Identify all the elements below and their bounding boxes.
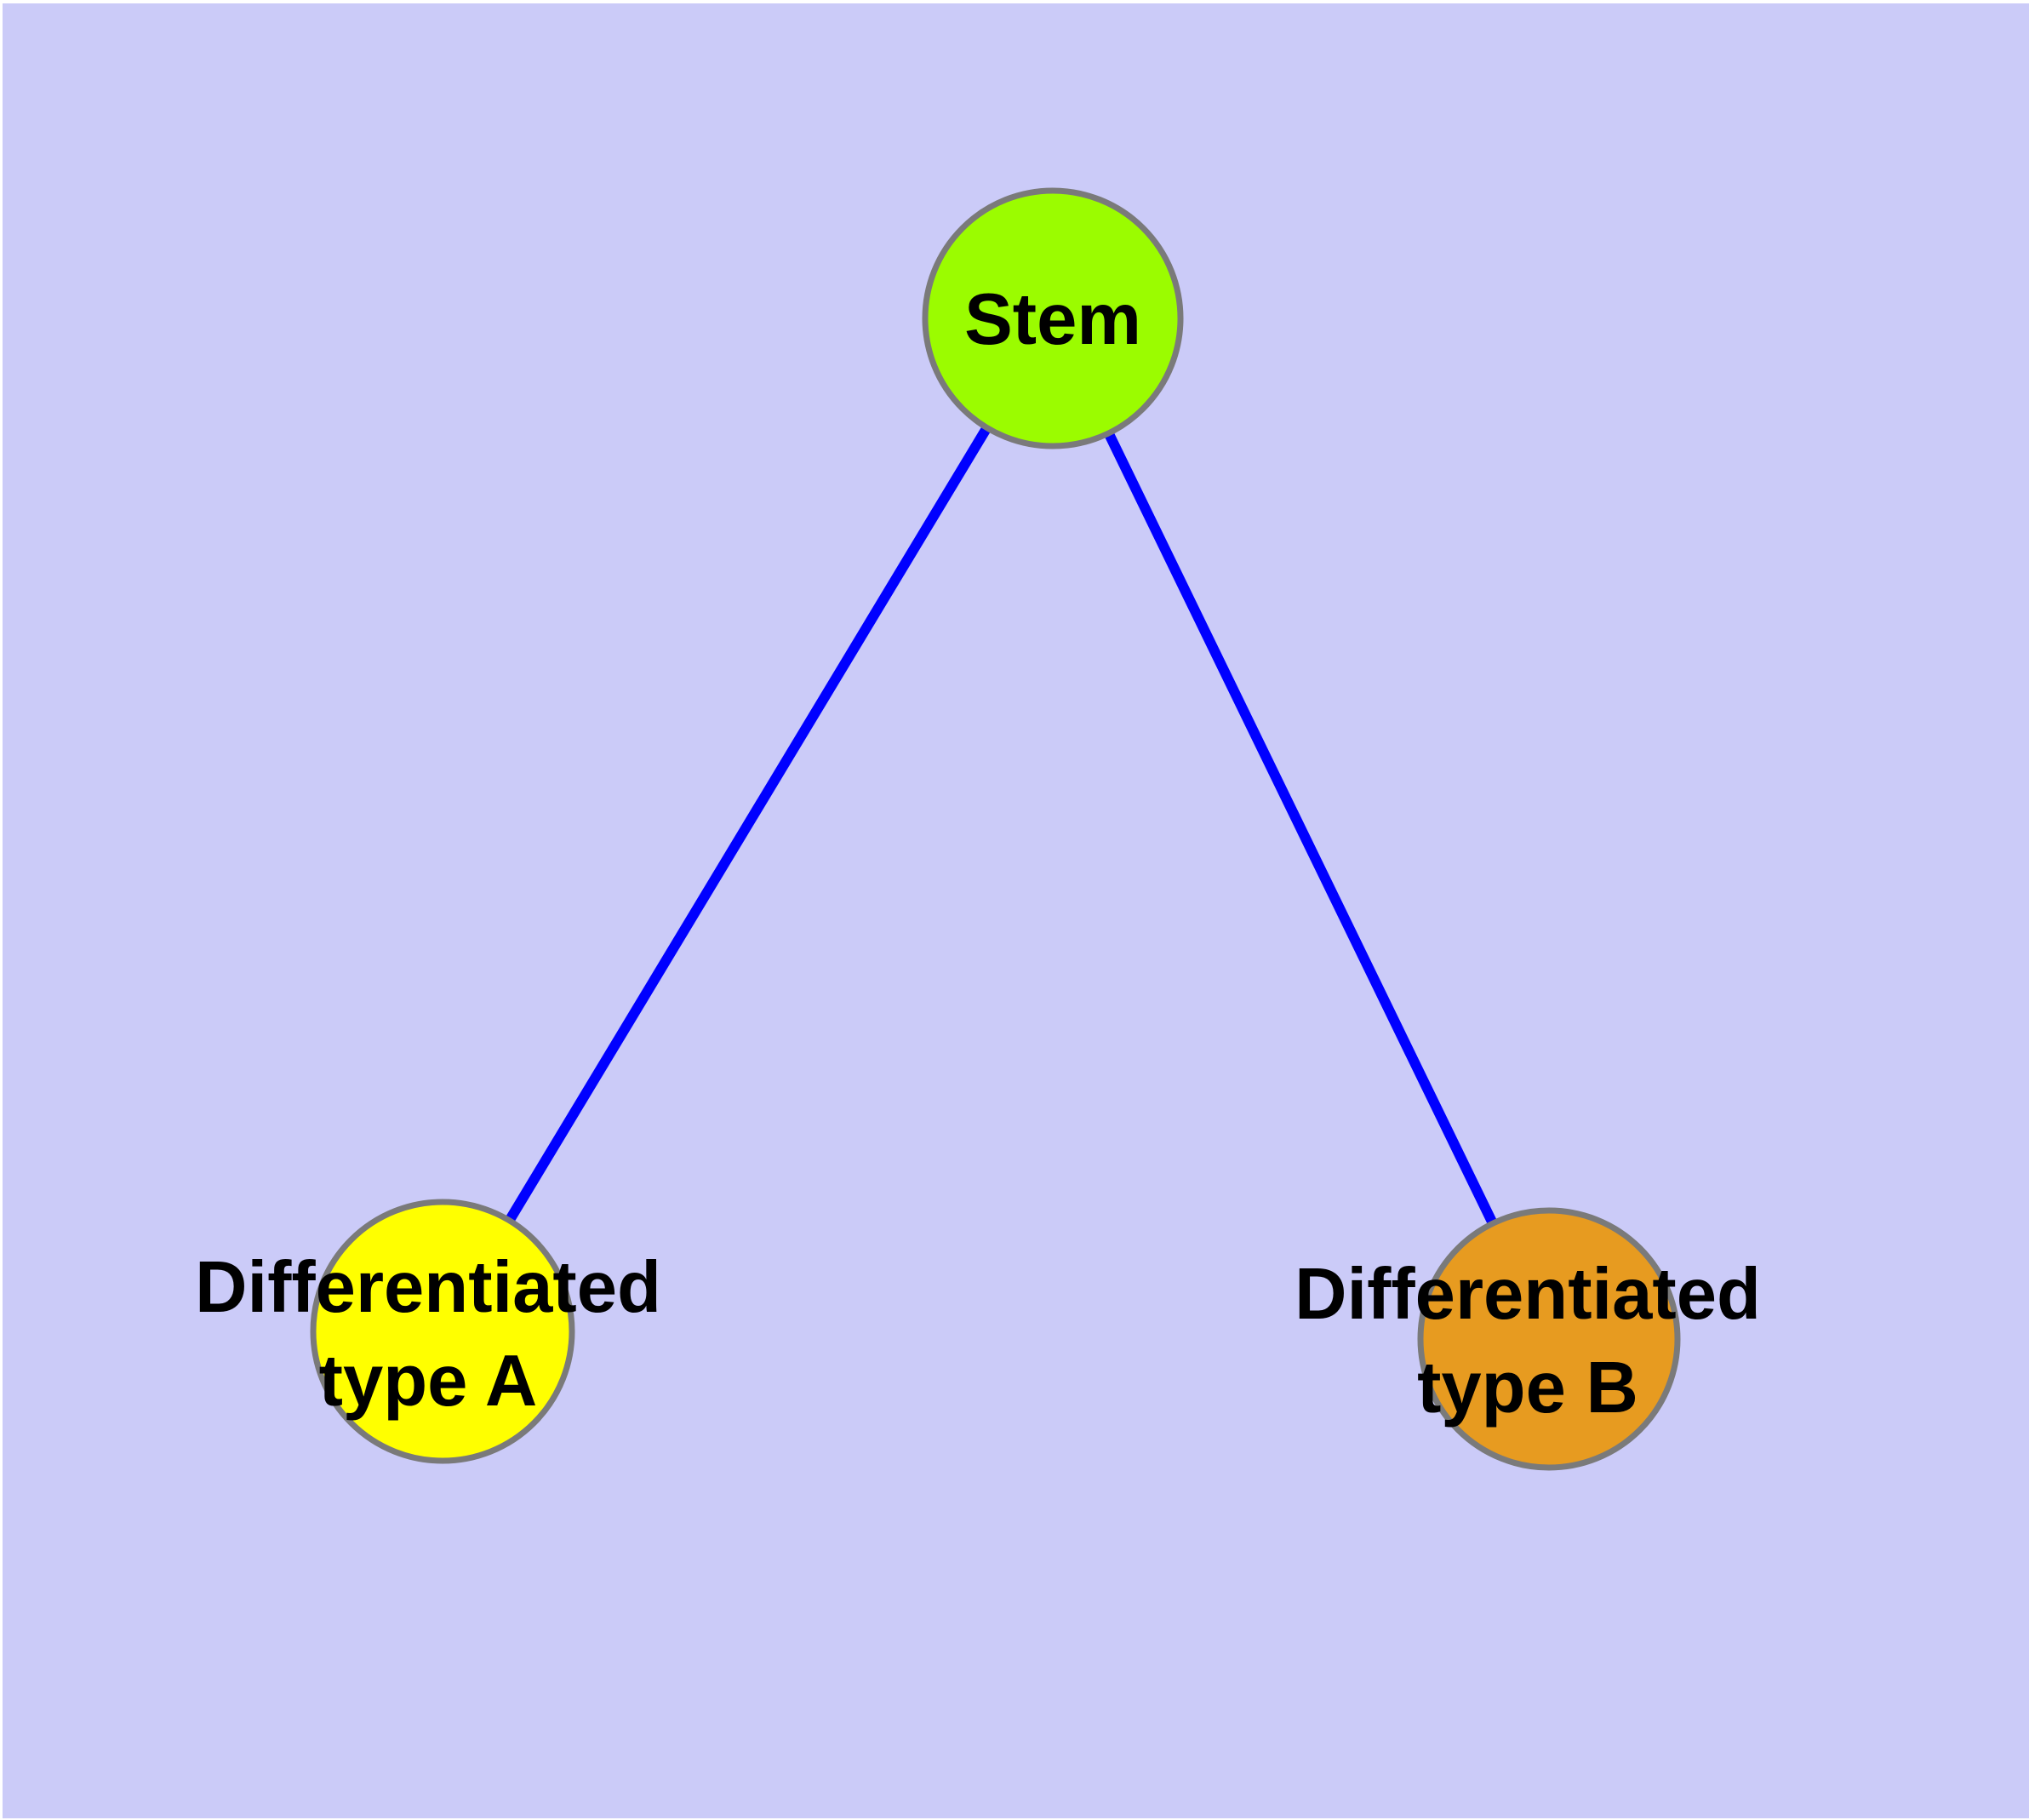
edge-stem-to-type-a [437,315,1058,1335]
node-stem-label: Stem [964,279,1141,360]
node-stem [922,187,1184,449]
node-differentiated-type-b-label: Differentiated type B [1295,1254,1761,1428]
edge-stem-to-type-b [1048,316,1554,1342]
node-differentiated-type-b [1417,1207,1681,1471]
node-differentiated-type-a [310,1199,575,1464]
node-differentiated-type-a-label: Differentiated type A [195,1247,661,1422]
